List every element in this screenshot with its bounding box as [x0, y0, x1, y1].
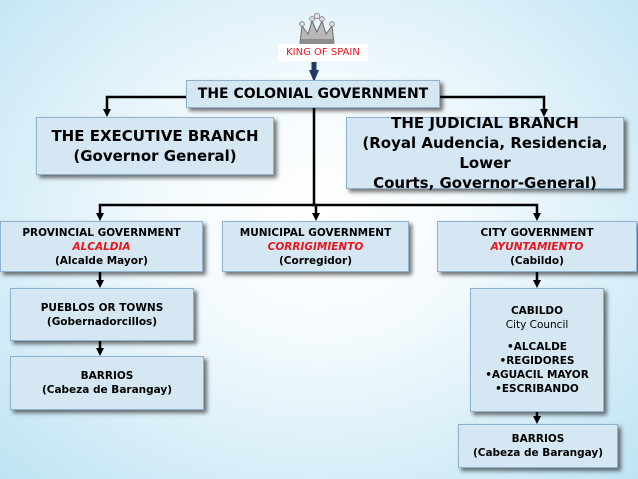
- pueblos-box: PUEBLOS OR TOWNS (Gobernadorcillos): [10, 288, 194, 341]
- barrios-left-head: (Cabeza de Barangay): [41, 384, 173, 396]
- king-of-spain-label: KING OF SPAIN: [278, 44, 368, 61]
- city-government-title: CITY GOVERNMENT: [480, 226, 594, 239]
- municipal-government-box: MUNICIPAL GOVERNMENT CORRIGIMIENTO (Corr…: [222, 221, 409, 272]
- executive-branch-title: THE EXECUTIVE BRANCH: [51, 127, 259, 145]
- municipal-government-title: MUNICIPAL GOVERNMENT: [239, 226, 392, 239]
- judicial-branch-title: THE JUDICIAL BRANCH: [391, 114, 579, 132]
- municipal-government-spanish: CORRIGIMIENTO: [267, 240, 364, 253]
- cabildo-title: CABILDO: [510, 305, 564, 317]
- cabildo-member: •ALCALDE: [507, 341, 567, 353]
- arrow-to-executive: [103, 95, 186, 117]
- judicial-branch-box: THE JUDICIAL BRANCH (Royal Audencia, Res…: [346, 114, 624, 192]
- arrow-to-judicial: [440, 95, 548, 117]
- executive-branch-subtitle: (Governor General): [73, 147, 237, 165]
- municipal-government-head: (Corregidor): [278, 254, 353, 267]
- cabildo-member: •AGUACIL MAYOR: [485, 369, 589, 381]
- barrios-left-title: BARRIOS: [80, 370, 134, 382]
- provincial-government-spanish: ALCALDIA: [72, 240, 131, 253]
- arrow-to-city: [312, 203, 541, 221]
- cabildo-member: •REGIDORES: [499, 355, 575, 367]
- city-government-spanish: AYUNTAMIENTO: [490, 240, 584, 253]
- barrios-right-head: (Cabeza de Barangay): [472, 447, 604, 459]
- barrios-right-title: BARRIOS: [511, 433, 565, 445]
- judicial-branch-line2: (Royal Audencia, Residencia, Lower: [362, 134, 608, 172]
- city-government-box: CITY GOVERNMENT AYUNTAMIENTO (Cabildo): [437, 221, 637, 272]
- provincial-government-head: (Alcalde Mayor): [55, 254, 148, 267]
- cabildo-box: CABILDO City Council •ALCALDE •REGIDORES…: [470, 288, 604, 412]
- executive-branch-box: THE EXECUTIVE BRANCH (Governor General): [36, 117, 274, 175]
- arrow-to-provincial: [96, 203, 316, 221]
- pueblos-head: (Gobernadorcillos): [46, 315, 158, 328]
- cabildo-subtitle: City Council: [505, 319, 569, 331]
- barrios-left-box: BARRIOS (Cabeza de Barangay): [10, 356, 204, 410]
- provincial-government-box: PROVINCIAL GOVERNMENT ALCALDIA (Alcalde …: [0, 221, 203, 272]
- colonial-government-box: THE COLONIAL GOVERNMENT: [186, 80, 440, 108]
- provincial-government-title: PROVINCIAL GOVERNMENT: [22, 226, 181, 239]
- barrios-right-box: BARRIOS (Cabeza de Barangay): [458, 424, 618, 468]
- pueblos-title: PUEBLOS OR TOWNS: [40, 301, 164, 314]
- cabildo-member: •ESCRIBANDO: [495, 383, 579, 395]
- city-government-head: (Cabildo): [510, 254, 564, 267]
- judicial-branch-line3: Courts, Governor-General): [373, 174, 597, 192]
- colonial-government-title: THE COLONIAL GOVERNMENT: [197, 86, 429, 102]
